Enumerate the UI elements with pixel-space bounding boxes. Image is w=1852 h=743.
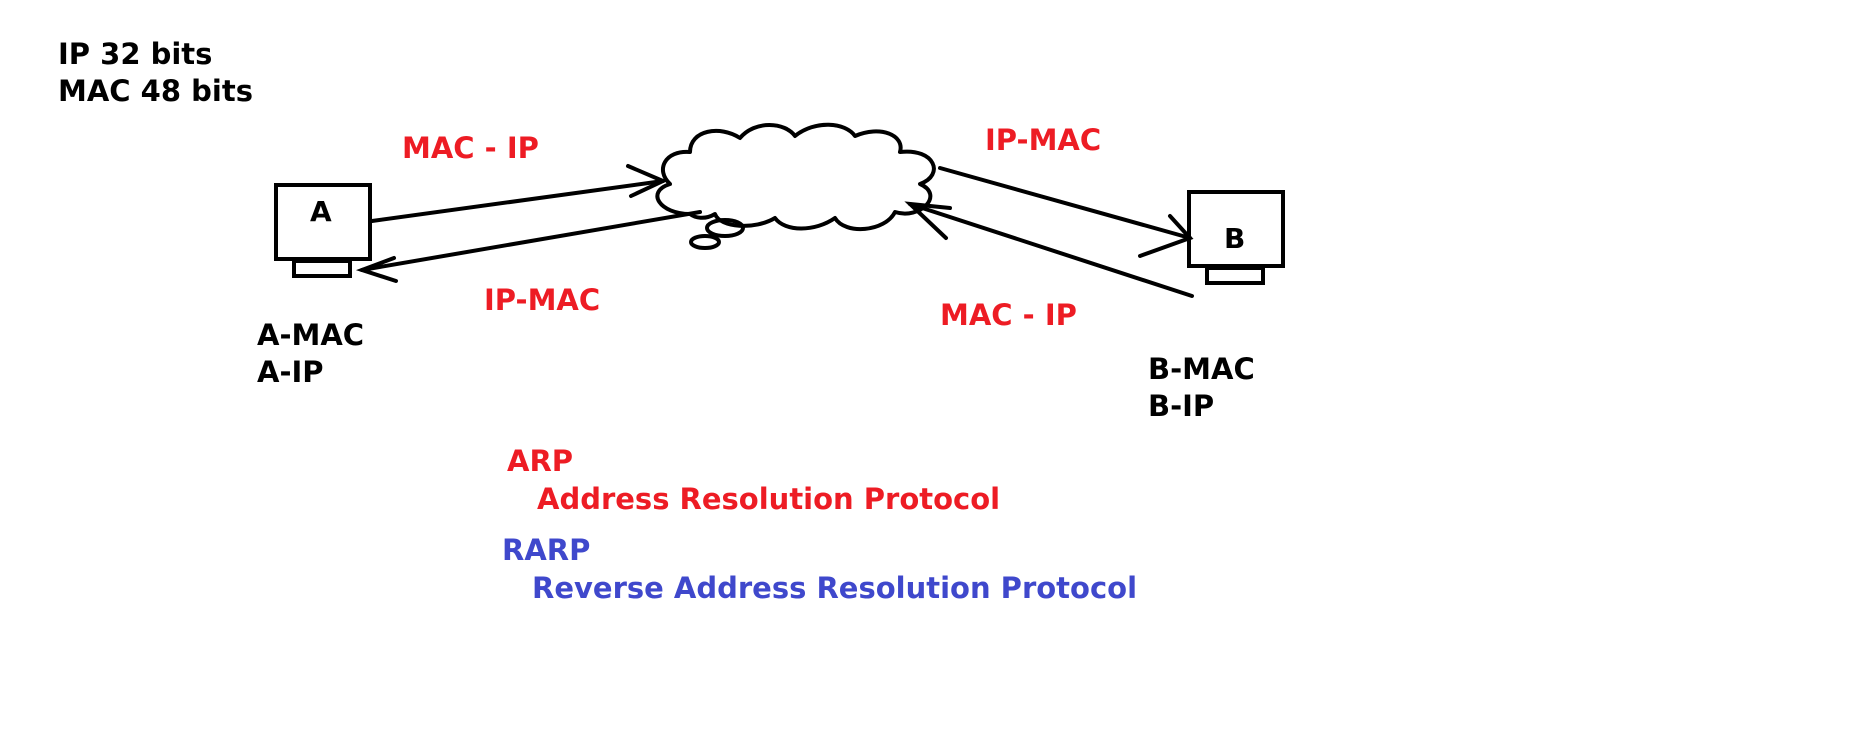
node-b-mac-label: B-MAC xyxy=(1148,352,1255,386)
ip-size-label: IP 32 bits xyxy=(58,37,213,71)
arrow-a-to-cloud-label: MAC - IP xyxy=(402,131,539,165)
arrow-cloud-to-b-label: IP-MAC xyxy=(985,123,1102,157)
arrow-b-to-cloud-label: MAC - IP xyxy=(940,298,1077,332)
computer-b-icon xyxy=(1187,190,1285,285)
arp-full: Address Resolution Protocol xyxy=(537,482,1001,516)
rarp-full: Reverse Address Resolution Protocol xyxy=(532,571,1138,605)
arrow-a-to-cloud xyxy=(370,164,668,223)
rarp-abbr: RARP xyxy=(502,533,591,567)
node-a-letter: A xyxy=(310,195,332,228)
node-a-ip-label: A-IP xyxy=(257,355,324,389)
mac-size-label: MAC 48 bits xyxy=(58,74,253,108)
node-b-ip-label: B-IP xyxy=(1148,389,1215,423)
arrow-cloud-to-a xyxy=(355,210,702,283)
arrow-cloud-to-b xyxy=(938,166,1194,258)
node-b-letter: B xyxy=(1224,222,1246,255)
computer-a-icon xyxy=(274,183,372,278)
arrow-b-to-cloud xyxy=(904,201,1194,298)
node-a-mac-label: A-MAC xyxy=(257,318,365,352)
cloud-icon xyxy=(655,122,936,250)
arrow-cloud-to-a-label: IP-MAC xyxy=(484,283,601,317)
arp-abbr: ARP xyxy=(507,444,574,478)
